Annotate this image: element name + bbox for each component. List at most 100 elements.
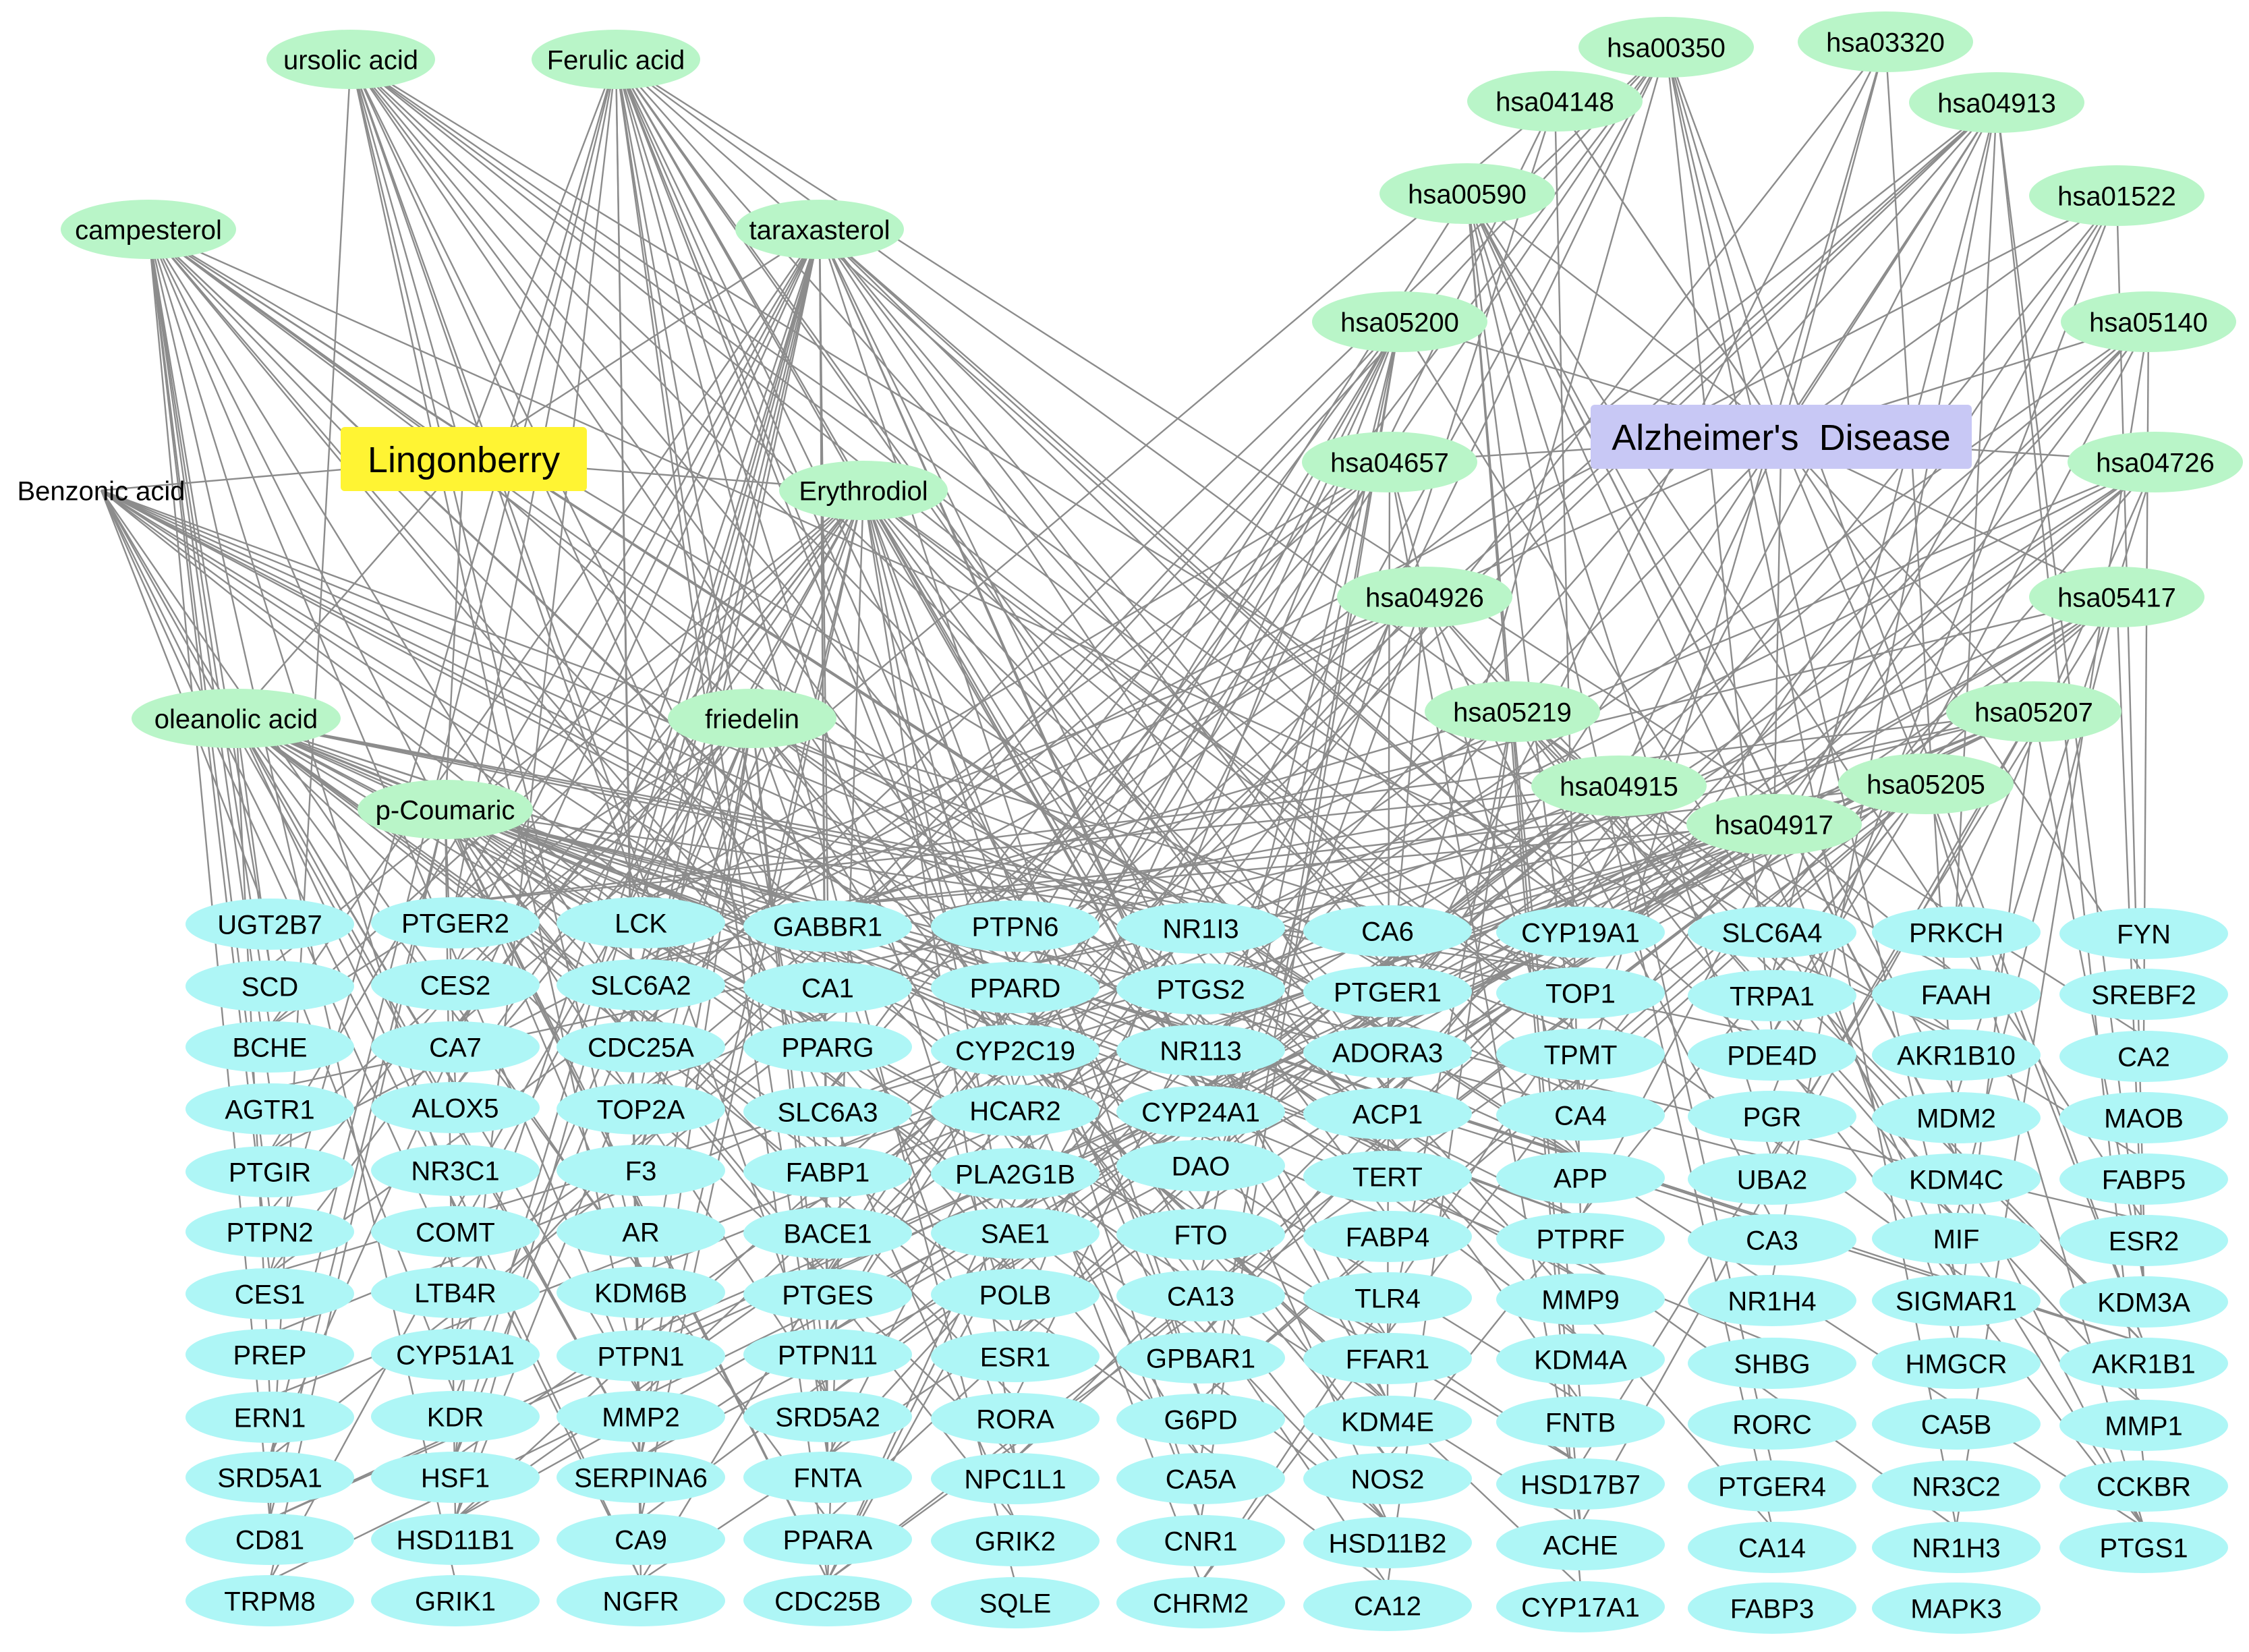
node-label: MMP9 [1541,1285,1620,1315]
network-edge [100,490,642,1581]
target-node-fabp1: FABP1 [743,1146,912,1197]
network-edge [1665,47,1782,437]
network-edge [463,228,820,460]
node-label: AGTR1 [225,1095,314,1124]
target-node-cyp17a1: CYP17A1 [1496,1581,1665,1632]
target-node-ptpn11: PTPN11 [743,1329,912,1380]
node-label: PTGER2 [401,909,509,938]
target-node-f3: F3 [557,1145,725,1196]
target-node-hsd11b2: HSD11B2 [1303,1517,1472,1568]
target-node-adora3: ADORA3 [1303,1027,1472,1078]
node-label: CA2 [2117,1042,2170,1072]
pathway-node-hsa00350: hsa00350 [1578,17,1754,78]
node-label: ADORA3 [1332,1038,1444,1068]
network-edge [615,59,642,1581]
compound-node-campesterol: campesterol [61,200,236,259]
network-edge [1773,436,1782,825]
node-label: CA9 [615,1525,667,1555]
target-node-akr1b10: AKR1B10 [1872,1029,2041,1081]
herb-node-lingonberry: Lingonberry [341,427,587,491]
node-ellipse [1838,753,2014,814]
target-node-ptges: PTGES [743,1269,912,1320]
network-edge [827,596,2117,907]
node-label: CA1 [801,973,854,1003]
target-node-mdm2: MDM2 [1872,1092,2041,1143]
node-ellipse [1312,291,1487,352]
target-node-sqle: SQLE [931,1577,1100,1628]
node-label: TLR4 [1355,1284,1421,1313]
target-node-ca13: CA13 [1116,1270,1285,1321]
target-node-faah: FAAH [1872,969,2041,1020]
node-ellipse [1303,1396,1472,1447]
node-ellipse [1303,1453,1472,1504]
target-node-ca9: CA9 [557,1514,725,1565]
pathway-node-hsa05200: hsa05200 [1312,291,1487,352]
node-label: ESR1 [980,1342,1051,1372]
node-label: PLA2G1B [955,1160,1075,1189]
node-label: PTPN11 [778,1340,878,1370]
network-edge [100,490,642,1458]
target-node-ca1: CA1 [743,962,912,1013]
node-label: campesterol [75,215,222,245]
target-node-ptprf: PTPRF [1496,1213,1665,1264]
target-node-fnta: FNTA [743,1452,912,1503]
node-label: CYP51A1 [396,1340,515,1370]
node-label: CA4 [1554,1101,1607,1131]
network-edge [863,490,1388,1217]
target-node-lck: LCK [557,897,725,948]
network-edge [349,59,465,459]
node-ellipse [557,1330,725,1382]
node-ellipse [779,461,948,520]
node-label: CYP2C19 [955,1036,1075,1066]
node-label: KDM6B [594,1278,687,1308]
node-label: hsa00350 [1607,33,1726,63]
network-edge [235,458,465,719]
node-label: TOP2A [597,1095,685,1124]
node-ellipse [1303,1151,1472,1202]
network-edge [862,490,1389,1339]
node-box [341,427,587,491]
node-ellipse [2059,1338,2228,1389]
pathway-node-hsa04657: hsa04657 [1302,432,1477,492]
node-label: MMP1 [2105,1411,2183,1441]
node-ellipse [1116,1209,1285,1260]
node-label: PPARG [781,1033,874,1062]
node-ellipse [371,1267,540,1318]
network-edge [1771,102,1998,1281]
target-node-ca14: CA14 [1688,1522,1856,1573]
target-node-ache: ACHE [1496,1519,1665,1570]
node-ellipse [186,961,354,1012]
disease-node-alzheimers: Alzheimer's Disease [1591,405,1972,469]
network-edge [1665,47,2145,1344]
node-ellipse [1116,1332,1285,1384]
compound-node-p-coumaric: p-Coumaric [358,780,533,839]
pathway-node-hsa03320: hsa03320 [1798,11,1973,72]
target-node-slc6a3: SLC6A3 [743,1086,912,1137]
target-node-hsd11b1: HSD11B1 [371,1514,540,1565]
target-node-hsf1: HSF1 [371,1452,540,1503]
node-label: GABBR1 [773,912,882,942]
node-label: hsa05207 [1974,697,2093,727]
network-edge [445,809,1016,1399]
node-label: PTPRF [1536,1224,1624,1254]
node-ellipse [1688,1091,1856,1142]
network-edge [147,229,271,1027]
node-ellipse [557,1452,725,1503]
network-edge [463,458,753,719]
network-edge [1466,193,1958,1281]
node-ellipse [2068,432,2243,492]
node-ellipse [557,1575,725,1626]
node-label: GPBAR1 [1146,1344,1255,1373]
node-box [1591,405,1972,469]
network-edge [615,59,829,1214]
compound-node-oleanolic-acid: oleanolic acid [132,689,341,748]
node-label: ESR2 [2109,1226,2180,1256]
node-label: NR3C1 [411,1156,499,1186]
node-label: MDM2 [1916,1104,1996,1133]
target-node-slc6a4: SLC6A4 [1688,907,1856,958]
network-edge [148,228,1388,973]
node-label: SRD5A2 [775,1402,880,1432]
node-ellipse [1303,1088,1472,1139]
node-label: FABP1 [786,1158,870,1187]
node-ellipse [1496,1213,1665,1264]
